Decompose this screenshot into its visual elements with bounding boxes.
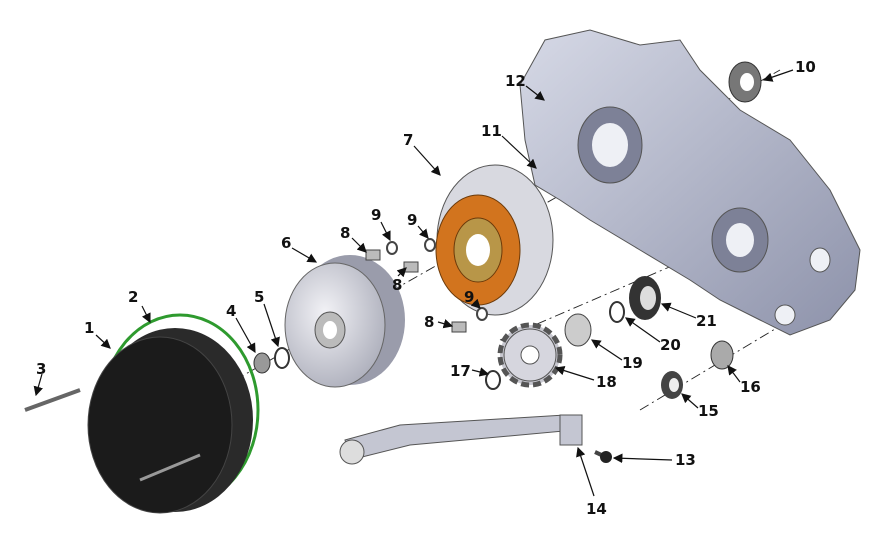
kickstart-lever-part bbox=[339, 414, 583, 465]
callout-3: 3 bbox=[36, 360, 46, 378]
crankcase-part bbox=[519, 29, 861, 336]
callout-11: 11 bbox=[481, 122, 502, 140]
callouts: 1 2 3 4 5 6 7 8 8 8 9 9 9 10 11 12 13 14… bbox=[33, 58, 816, 518]
callout-6: 6 bbox=[281, 234, 291, 252]
callout-7: 7 bbox=[403, 131, 413, 149]
callout-9c: 9 bbox=[464, 288, 474, 306]
callout-18: 18 bbox=[596, 373, 617, 391]
callout-5: 5 bbox=[254, 288, 264, 306]
callout-21: 21 bbox=[696, 312, 717, 330]
callout-9a: 9 bbox=[371, 206, 381, 224]
callout-14: 14 bbox=[586, 500, 607, 518]
seal-part-15 bbox=[661, 371, 683, 399]
callout-17: 17 bbox=[450, 362, 471, 380]
callout-15: 15 bbox=[698, 402, 719, 420]
sprocket-part bbox=[497, 322, 563, 388]
spacer-part bbox=[564, 313, 592, 347]
bearing-part bbox=[710, 340, 734, 370]
callout-16: 16 bbox=[740, 378, 761, 396]
callout-13: 13 bbox=[675, 451, 696, 469]
callout-4: 4 bbox=[226, 302, 236, 320]
nut-part bbox=[253, 352, 271, 374]
callout-10: 10 bbox=[795, 58, 816, 76]
washer-part bbox=[274, 347, 290, 369]
callout-1: 1 bbox=[84, 319, 94, 337]
callout-8a: 8 bbox=[340, 224, 350, 242]
circlip-part bbox=[485, 370, 501, 390]
callout-19: 19 bbox=[622, 354, 643, 372]
cover-part bbox=[87, 328, 253, 514]
bolt-part-3 bbox=[24, 388, 81, 412]
seal-part-21 bbox=[629, 276, 661, 320]
callout-9b: 9 bbox=[407, 211, 417, 229]
flywheel-part bbox=[284, 255, 405, 388]
callout-20: 20 bbox=[660, 336, 681, 354]
callout-2: 2 bbox=[128, 288, 138, 306]
callout-8b: 8 bbox=[392, 276, 402, 294]
seal-part-10 bbox=[728, 61, 762, 103]
bolt-part-13 bbox=[594, 450, 612, 463]
bolts-part bbox=[365, 238, 488, 333]
callout-8c: 8 bbox=[424, 313, 434, 331]
callout-12: 12 bbox=[505, 72, 526, 90]
o-ring-part bbox=[609, 301, 625, 323]
stator-part bbox=[435, 164, 554, 316]
